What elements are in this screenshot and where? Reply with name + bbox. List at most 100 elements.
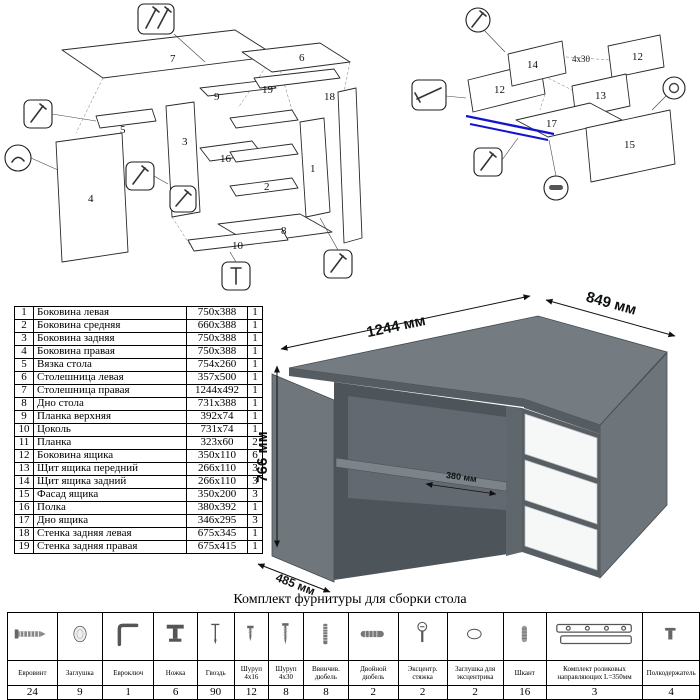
hardware-item-name: Ножка xyxy=(153,660,198,686)
hardware-item-qty: 1 xyxy=(102,685,155,700)
parts-cell-size: 750x388 xyxy=(186,345,248,359)
part-label-2: 2 xyxy=(264,181,270,193)
parts-cell-name: Планка верхняя xyxy=(33,410,187,424)
callout-nail xyxy=(221,251,251,291)
hardware-item-name: Эксцентр. стяжка xyxy=(397,660,448,686)
part-label-14: 14 xyxy=(527,59,539,71)
parts-cell-num: 6 xyxy=(14,371,34,385)
parts-cell-qty: 3 xyxy=(247,462,263,476)
callout-screw-left xyxy=(23,99,97,129)
hardware-title: Комплект фурнитуры для сборки стола xyxy=(233,592,467,607)
callout-dowel xyxy=(543,139,569,201)
callout-screw-top xyxy=(465,7,506,53)
part-label-1: 1 xyxy=(310,163,316,175)
parts-cell-qty: 1 xyxy=(247,306,263,320)
exploded-view-drawer: 14 12 12 13 17 15 4x30 xyxy=(411,7,686,201)
part-label-12: 12 xyxy=(494,84,505,96)
part-strip-top xyxy=(199,79,277,97)
drawer-front-1 xyxy=(524,413,598,479)
parts-cell-size: 323x60 xyxy=(186,436,248,450)
parts-cell-size: 357x500 xyxy=(186,371,248,385)
part-side-left xyxy=(55,132,129,263)
parts-cell-qty: 1 xyxy=(247,371,263,385)
parts-cell-size: 750x388 xyxy=(186,332,248,346)
parts-cell-num: 15 xyxy=(14,488,34,502)
threaded-dowel-icon xyxy=(302,612,350,661)
parts-cell-name: Дно стола xyxy=(33,397,187,411)
parts-cell-name: Фасад ящика xyxy=(33,488,187,502)
hardware-item-qty: 9 xyxy=(56,685,104,700)
parts-cell-name: Стенка задняя правая xyxy=(33,540,187,554)
callout-screws-top xyxy=(137,3,206,63)
part-label-6: 6 xyxy=(299,52,305,64)
parts-cell-name: Щит ящика задний xyxy=(33,475,187,489)
part-label-3: 3 xyxy=(182,136,188,148)
parts-cell-num: 19 xyxy=(14,540,34,554)
plug-cap-icon xyxy=(56,612,104,661)
dim-depth-label: 849 мм xyxy=(584,289,638,319)
parts-cell-qty: 1 xyxy=(247,358,263,372)
part-label-12: 12 xyxy=(632,51,643,63)
parts-cell-qty: 2 xyxy=(247,436,263,450)
hardware-item-qty: 2 xyxy=(397,685,448,700)
desk-middle-panel xyxy=(506,406,522,556)
parts-cell-name: Боковина средняя xyxy=(33,319,187,333)
shelf-support-icon xyxy=(642,612,700,661)
double-dowel-icon xyxy=(348,612,399,661)
hardware-item-name: Заглушка xyxy=(56,660,104,686)
hardware-item-qty: 8 xyxy=(302,685,350,700)
parts-cell-size: 266x110 xyxy=(186,462,248,476)
parts-cell-size: 660x388 xyxy=(186,319,248,333)
parts-cell-size: 675x345 xyxy=(186,527,248,541)
dim-line-shelf xyxy=(425,481,497,497)
callout-screw-drawer xyxy=(473,137,519,177)
hardware-item-qty: 6 xyxy=(153,685,198,700)
parts-cell-size: 731x74 xyxy=(186,423,248,437)
dim-width-label: 1244 мм xyxy=(365,312,427,341)
hardware-item-name: Полкодержатель xyxy=(642,660,700,686)
parts-cell-qty: 1 xyxy=(247,527,263,541)
parts-cell-name: Полка xyxy=(33,501,187,515)
parts-cell-num: 4 xyxy=(14,345,34,359)
parts-cell-qty: 1 xyxy=(247,332,263,346)
hardware-item-qty: 8 xyxy=(268,685,304,700)
hardware-item-name: Заглушка для эксцентрика xyxy=(446,660,504,686)
parts-cell-qty: 3 xyxy=(247,475,263,489)
parts-cell-num: 8 xyxy=(14,397,34,411)
callout-hook xyxy=(4,144,59,172)
hardware-item-qty: 90 xyxy=(196,685,235,700)
callout-screw-lower xyxy=(169,185,197,213)
parts-cell-qty: 6 xyxy=(247,449,263,463)
parts-cell-size: 675x415 xyxy=(186,540,248,554)
part-back-strip xyxy=(253,68,341,89)
part-side-right xyxy=(299,117,331,218)
hardware-icons-row xyxy=(7,612,700,661)
hardware-item-name: Комплект роликовых направляющих L=350мм xyxy=(545,660,644,686)
part-label-9: 9 xyxy=(214,91,220,103)
drawer-front-3 xyxy=(524,505,598,571)
exploded-view-desk: 7 6 9 19 18 5 3 16 2 1 4 10 8 xyxy=(4,3,363,291)
parts-cell-name: Щит ящика передний xyxy=(33,462,187,476)
hex-key-icon xyxy=(102,612,155,661)
wood-dowel-icon xyxy=(502,612,547,661)
part-drawer-back xyxy=(507,40,567,87)
parts-cell-size: 1244x492 xyxy=(186,384,248,398)
parts-cell-num: 9 xyxy=(14,410,34,424)
part-label-18: 18 xyxy=(324,91,336,103)
parts-cell-name: Планка xyxy=(33,436,187,450)
callout-screw-bottom-right xyxy=(319,217,353,279)
part-label-15: 15 xyxy=(624,139,636,151)
parts-cell-qty: 1 xyxy=(247,384,263,398)
